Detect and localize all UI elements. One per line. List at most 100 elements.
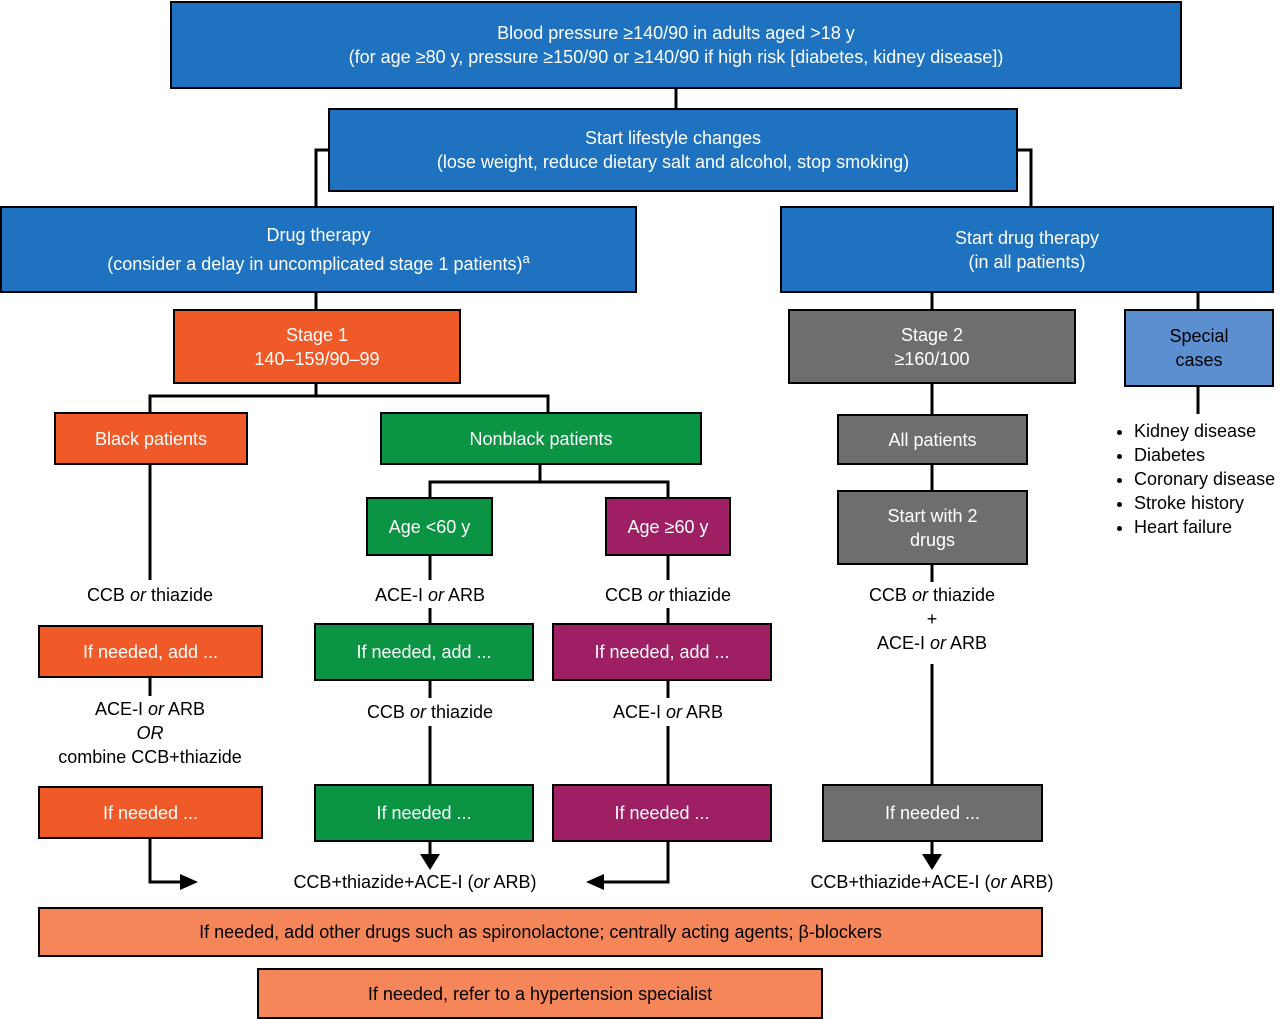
black-patients-box: Black patients — [54, 412, 248, 465]
plus-label: + — [926, 609, 938, 629]
triple-combo-right: CCB+thiazide+ACE-I (or ARB) — [777, 870, 1087, 894]
stage1-box: Stage 1 140–159/90–99 — [173, 309, 461, 384]
or-label: or — [409, 702, 426, 722]
age-under60-box: Age <60 y — [366, 497, 493, 556]
lifestyle-line1: Start lifestyle changes — [584, 128, 762, 148]
other-drugs-box: If needed, add other drugs such as spiro… — [38, 907, 1043, 957]
over60-if-needed-box: If needed ... — [552, 784, 772, 842]
stage1-range: 140–159/90–99 — [254, 348, 380, 369]
if-needed-add-label: If needed, add ... — [82, 641, 219, 662]
age-under60-label: Age <60 y — [388, 516, 471, 537]
special-cases-list: Kidney disease Diabetes Coronary disease… — [1108, 419, 1275, 539]
list-item: Coronary disease — [1134, 467, 1275, 491]
black-second-line: ACE-I or ARB OR combine CCB+thiazide — [30, 697, 270, 769]
if-needed-label: If needed ... — [614, 803, 710, 823]
start2-line2: drugs — [909, 529, 956, 550]
black-if-needed-box: If needed ... — [38, 786, 263, 839]
arrow-down-icon — [922, 854, 942, 870]
arrow-left-icon — [586, 874, 604, 890]
start-drug-line2: (in all patients) — [968, 251, 1086, 272]
drug-label: CCB — [604, 585, 643, 605]
drug-label: ARB — [168, 699, 206, 719]
drug-label: thiazide — [933, 585, 996, 605]
or-label: or — [929, 633, 946, 653]
list-item: Diabetes — [1134, 443, 1275, 467]
other-drugs-suffix: -blockers — [808, 922, 882, 942]
stage1-title: Stage 1 — [285, 324, 349, 345]
over60-second-line: ACE-I or ARB — [578, 700, 758, 724]
criteria-line1: Blood pressure ≥140/90 in adults aged >1… — [497, 23, 855, 43]
stage2-first-line-2: ACE-I or ARB — [832, 631, 1032, 655]
drug-therapy-line1: Drug therapy — [266, 225, 371, 245]
other-drugs-text: If needed, add other drugs such as spiro… — [199, 922, 799, 942]
black-first-line: CCB or thiazide — [50, 583, 250, 607]
stage2-box: Stage 2 ≥160/100 — [788, 309, 1076, 384]
triple-combo-left: CCB+thiazide+ACE-I (or ARB) — [260, 870, 570, 894]
under60-if-needed-box: If needed ... — [314, 784, 534, 842]
under60-add-box: If needed, add ... — [314, 623, 534, 681]
if-needed-add-label: If needed, add ... — [594, 642, 730, 662]
arrow-right-icon — [180, 874, 198, 890]
triple-prefix: CCB+thiazide+ACE-I ( — [293, 872, 474, 892]
or-label: or — [427, 585, 444, 605]
drug-label: thiazide — [669, 585, 732, 605]
stage2-first-line-1: CCB or thiazide — [832, 583, 1032, 607]
stage2-if-needed-box: If needed ... — [822, 784, 1043, 842]
refer-specialist-box: If needed, refer to a hypertension speci… — [257, 968, 823, 1019]
special-cases-box: Special cases — [1124, 309, 1274, 387]
drug-label: CCB — [366, 702, 405, 722]
refer-specialist-label: If needed, refer to a hypertension speci… — [367, 983, 713, 1004]
start-drug-therapy-box: Start drug therapy (in all patients) — [780, 206, 1274, 293]
all-patients-label: All patients — [888, 429, 977, 450]
drug-therapy-note: (consider a delay in uncomplicated stage… — [107, 254, 523, 274]
criteria-box: Blood pressure ≥140/90 in adults aged >1… — [170, 1, 1182, 89]
drug-label: ACE-I — [94, 699, 143, 719]
special-line2: cases — [1175, 350, 1223, 370]
age-60plus-label: Age ≥60 y — [627, 516, 709, 537]
nonblack-patients-label: Nonblack patients — [469, 428, 613, 449]
if-needed-label: If needed ... — [884, 803, 981, 823]
or-label: or — [911, 585, 928, 605]
drug-label: ARB — [950, 633, 988, 653]
criteria-line2: (for age ≥80 y, pressure ≥150/90 or ≥140… — [348, 47, 1004, 67]
drug-label: thiazide — [151, 585, 214, 605]
drug-therapy-box: Drug therapy (consider a delay in uncomp… — [0, 206, 637, 293]
drug-label: CCB — [868, 585, 907, 605]
stage2-range: ≥160/100 — [894, 348, 970, 369]
drug-label: ARB — [448, 585, 486, 605]
or-label: or — [647, 585, 664, 605]
drug-label: ACE-I — [876, 633, 925, 653]
combine-label: combine CCB+thiazide — [58, 747, 242, 767]
footnote-marker: a — [522, 251, 530, 266]
triple-suffix: ARB) — [1006, 872, 1054, 892]
or-label: or — [129, 585, 146, 605]
start2-line1: Start with 2 — [887, 505, 978, 526]
lifestyle-line2: (lose weight, reduce dietary salt and al… — [436, 152, 910, 172]
lifestyle-box: Start lifestyle changes (lose weight, re… — [328, 108, 1018, 192]
drug-label: ARB — [686, 702, 724, 722]
or-label: or — [990, 872, 1007, 892]
over60-add-box: If needed, add ... — [552, 623, 772, 681]
or-label: or — [473, 872, 490, 892]
arrow-down-icon — [420, 854, 440, 870]
drug-label: ACE-I — [374, 585, 423, 605]
stage2-first-line: CCB or thiazide + ACE-I or ARB — [832, 583, 1032, 655]
nonblack-patients-box: Nonblack patients — [380, 412, 702, 465]
black-add-box: If needed, add ... — [38, 625, 263, 678]
special-line1: Special — [1169, 326, 1229, 346]
triple-prefix: CCB+thiazide+ACE-I ( — [810, 872, 991, 892]
if-needed-label: If needed ... — [102, 802, 199, 823]
or-caps-text: OR — [136, 723, 164, 743]
or-label: or — [665, 702, 682, 722]
under60-second-line: CCB or thiazide — [330, 700, 530, 724]
or-label: or — [147, 699, 164, 719]
list-item: Kidney disease — [1134, 419, 1275, 443]
drug-label: CCB — [86, 585, 125, 605]
or-caps-label: OR — [30, 721, 270, 745]
drug-therapy-line2: (consider a delay in uncomplicated stage… — [107, 247, 529, 276]
list-item: Heart failure — [1134, 515, 1275, 539]
black-patients-label: Black patients — [94, 428, 208, 449]
all-patients-box: All patients — [837, 414, 1028, 465]
drug-label: thiazide — [431, 702, 494, 722]
other-drugs-label: If needed, add other drugs such as spiro… — [199, 920, 882, 944]
